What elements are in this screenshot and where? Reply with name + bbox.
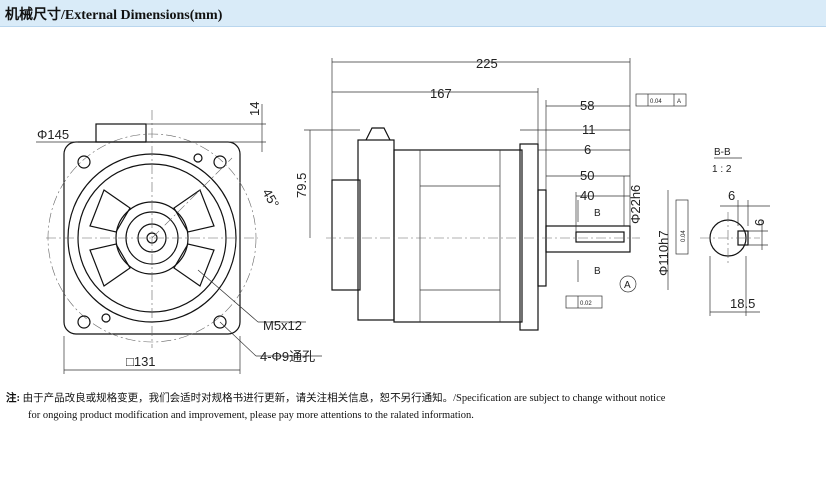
section-mark-top: B: [594, 208, 601, 219]
footnote-lead: 注:: [6, 393, 20, 404]
dim-6: 6: [584, 142, 591, 157]
key-height-label: 14: [247, 102, 262, 116]
dim-11: 11: [582, 122, 596, 137]
window-3: [89, 243, 131, 287]
hole-br: [213, 315, 227, 329]
footnote: 注: 由于产品改良或规格变更，我们会适时对规格书进行更新，请关注相关信息，恕不另…: [6, 390, 665, 424]
dimension-drawing: Φ145 14 45° M5x12 4-Φ9通孔 □131: [36, 56, 770, 374]
dim-79-5: 79.5: [294, 173, 309, 198]
shaft: [545, 225, 631, 253]
datum-circle: [619, 275, 637, 293]
tol-bottom-value: 0.02: [580, 301, 592, 307]
tol-frame-mid: [675, 199, 689, 255]
window-4: [173, 243, 215, 287]
hole-tl: [77, 155, 91, 169]
footnote-line-1: 注: 由于产品改良或规格变更，我们会适时对规格书进行更新，请关注相关信息，恕不另…: [6, 390, 665, 407]
shaft-dia-label: Φ22h6: [628, 185, 643, 224]
footnote-line-2: for ongoing product modification and imp…: [6, 407, 665, 424]
flange-dia-label: Φ145: [37, 127, 69, 142]
footnote-text-2: for ongoing product modification and imp…: [28, 410, 474, 421]
tol-frame-top: [635, 93, 687, 107]
key-depth-label: 6: [752, 219, 767, 226]
dim-225: 225: [476, 56, 498, 71]
shaft-size-label: 18.5: [730, 296, 755, 311]
rear-cap: [357, 139, 395, 321]
square-label: □131: [126, 354, 156, 369]
key-width-label: 6: [728, 188, 735, 203]
dim-40: 40: [580, 188, 594, 203]
hole-tr: [213, 155, 227, 169]
window-1: [89, 189, 131, 233]
header-bar: 机械尺寸/External Dimensions(mm): [0, 0, 826, 27]
page-title: 机械尺寸/External Dimensions(mm): [5, 8, 223, 23]
holes-label: 4-Φ9通孔: [260, 349, 315, 364]
screw-top: [193, 153, 203, 163]
tol-frame-bottom: [565, 295, 603, 309]
hole-bl: [77, 315, 91, 329]
front-view: [36, 104, 322, 374]
section-mark-bottom: B: [594, 266, 601, 277]
connector: [331, 179, 361, 291]
section-view: [700, 157, 770, 316]
screw-bottom: [101, 313, 111, 323]
dim-167: 167: [430, 86, 452, 101]
section-scale: 1 : 2: [712, 164, 732, 175]
spigot-dia-label: Φ110h7: [656, 230, 671, 276]
top-tab: [95, 123, 147, 143]
section-title: B-B: [714, 147, 731, 158]
key: [575, 231, 625, 243]
dim-58: 58: [580, 98, 594, 113]
tol-mid-value: 0.04: [681, 230, 687, 242]
side-flange: [519, 143, 539, 331]
tol-top-value: 0.04: [650, 99, 662, 105]
datum-a-label: A: [624, 280, 631, 291]
screw-label: M5x12: [263, 318, 302, 333]
footnote-text-1: 由于产品改良或规格变更，我们会适时对规格书进行更新，请关注相关信息，恕不另行通知…: [22, 393, 666, 404]
tol-top-datum: A: [677, 99, 681, 105]
angle-label: 45°: [259, 186, 282, 211]
motor-body: [393, 149, 523, 323]
dim-50: 50: [580, 168, 594, 183]
side-view: [304, 58, 689, 331]
